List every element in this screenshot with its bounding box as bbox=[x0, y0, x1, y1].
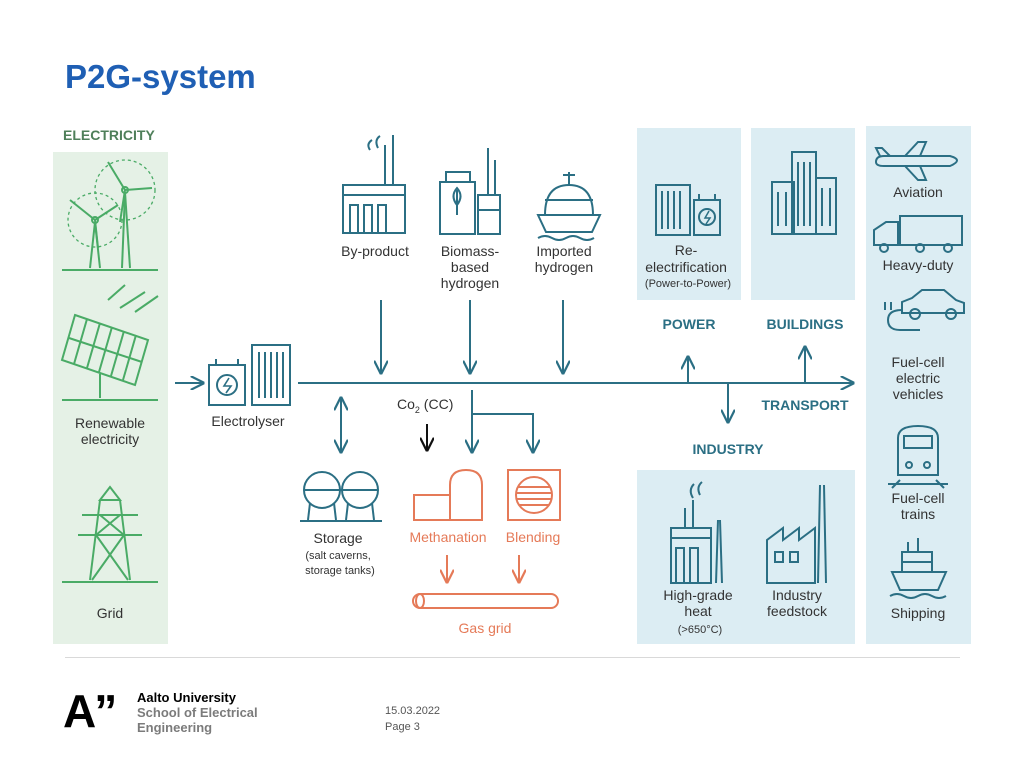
grid-label: Grid bbox=[97, 605, 123, 621]
industry-label: INDUSTRY bbox=[692, 441, 764, 457]
solar-panel-icon bbox=[60, 284, 159, 401]
reelectrification-icon bbox=[655, 184, 721, 236]
car-icon bbox=[884, 289, 965, 331]
airplane-icon bbox=[874, 141, 958, 181]
buildings-label: BUILDINGS bbox=[767, 316, 844, 332]
university-name: Aalto University bbox=[137, 690, 236, 705]
power-pylon-icon bbox=[62, 485, 158, 583]
heavy-duty-label: Heavy-duty bbox=[883, 257, 954, 273]
train-icon bbox=[888, 424, 948, 489]
methanation-label: Methanation bbox=[409, 529, 486, 545]
blending-icon bbox=[507, 469, 561, 521]
footer-meta: 15.03.2022 Page 3 bbox=[385, 703, 440, 735]
to-blending-arrow bbox=[472, 413, 533, 452]
electricity-label: ELECTRICITY bbox=[63, 127, 155, 143]
blending-label: Blending bbox=[506, 529, 561, 545]
transport-panel bbox=[866, 126, 971, 644]
electrolyser-label: Electrolyser bbox=[211, 413, 284, 429]
ship-icon-imported bbox=[536, 172, 602, 241]
ship-icon-transport bbox=[889, 538, 948, 599]
buildings-icon bbox=[771, 151, 837, 235]
byproduct-factory-icon bbox=[342, 135, 406, 234]
electricity-panel bbox=[53, 152, 168, 644]
footer-divider bbox=[65, 657, 960, 658]
byproduct-label: By-product bbox=[341, 243, 409, 259]
slide-title: P2G-system bbox=[65, 58, 256, 95]
co2-label: Co2 (CC) bbox=[397, 396, 453, 415]
shipping-label: Shipping bbox=[891, 605, 946, 621]
electrolyser-icon bbox=[208, 344, 291, 406]
transport-label: TRANSPORT bbox=[761, 397, 849, 413]
storage-tanks-icon bbox=[300, 471, 382, 522]
page-number: Page 3 bbox=[385, 721, 420, 733]
storage-label: Storage (salt caverns, storage tanks) bbox=[305, 530, 375, 577]
high-grade-heat-label: High-grade heat (>650°C) bbox=[663, 587, 736, 636]
aalto-logo: A” bbox=[63, 685, 117, 737]
methanation-icon bbox=[413, 468, 483, 521]
university-block: Aalto University School of Electrical En… bbox=[137, 690, 258, 735]
aviation-label: Aviation bbox=[893, 184, 943, 200]
industry-feedstock-icon bbox=[766, 484, 827, 584]
reelectrification-label: Re- electrification (Power-to-Power) bbox=[645, 242, 731, 290]
biomass-plant-icon bbox=[439, 148, 501, 235]
school-name-line1: School of Electrical bbox=[137, 705, 258, 720]
school-name-line2: Engineering bbox=[137, 720, 213, 735]
truck-icon bbox=[873, 215, 963, 253]
gas-grid-label: Gas grid bbox=[459, 620, 512, 636]
wind-turbine-icon bbox=[62, 159, 158, 271]
power-label: POWER bbox=[663, 316, 716, 332]
gas-pipe-icon bbox=[412, 593, 559, 609]
slide-date: 15.03.2022 bbox=[385, 705, 441, 717]
high-grade-heat-factory-icon bbox=[670, 481, 723, 584]
